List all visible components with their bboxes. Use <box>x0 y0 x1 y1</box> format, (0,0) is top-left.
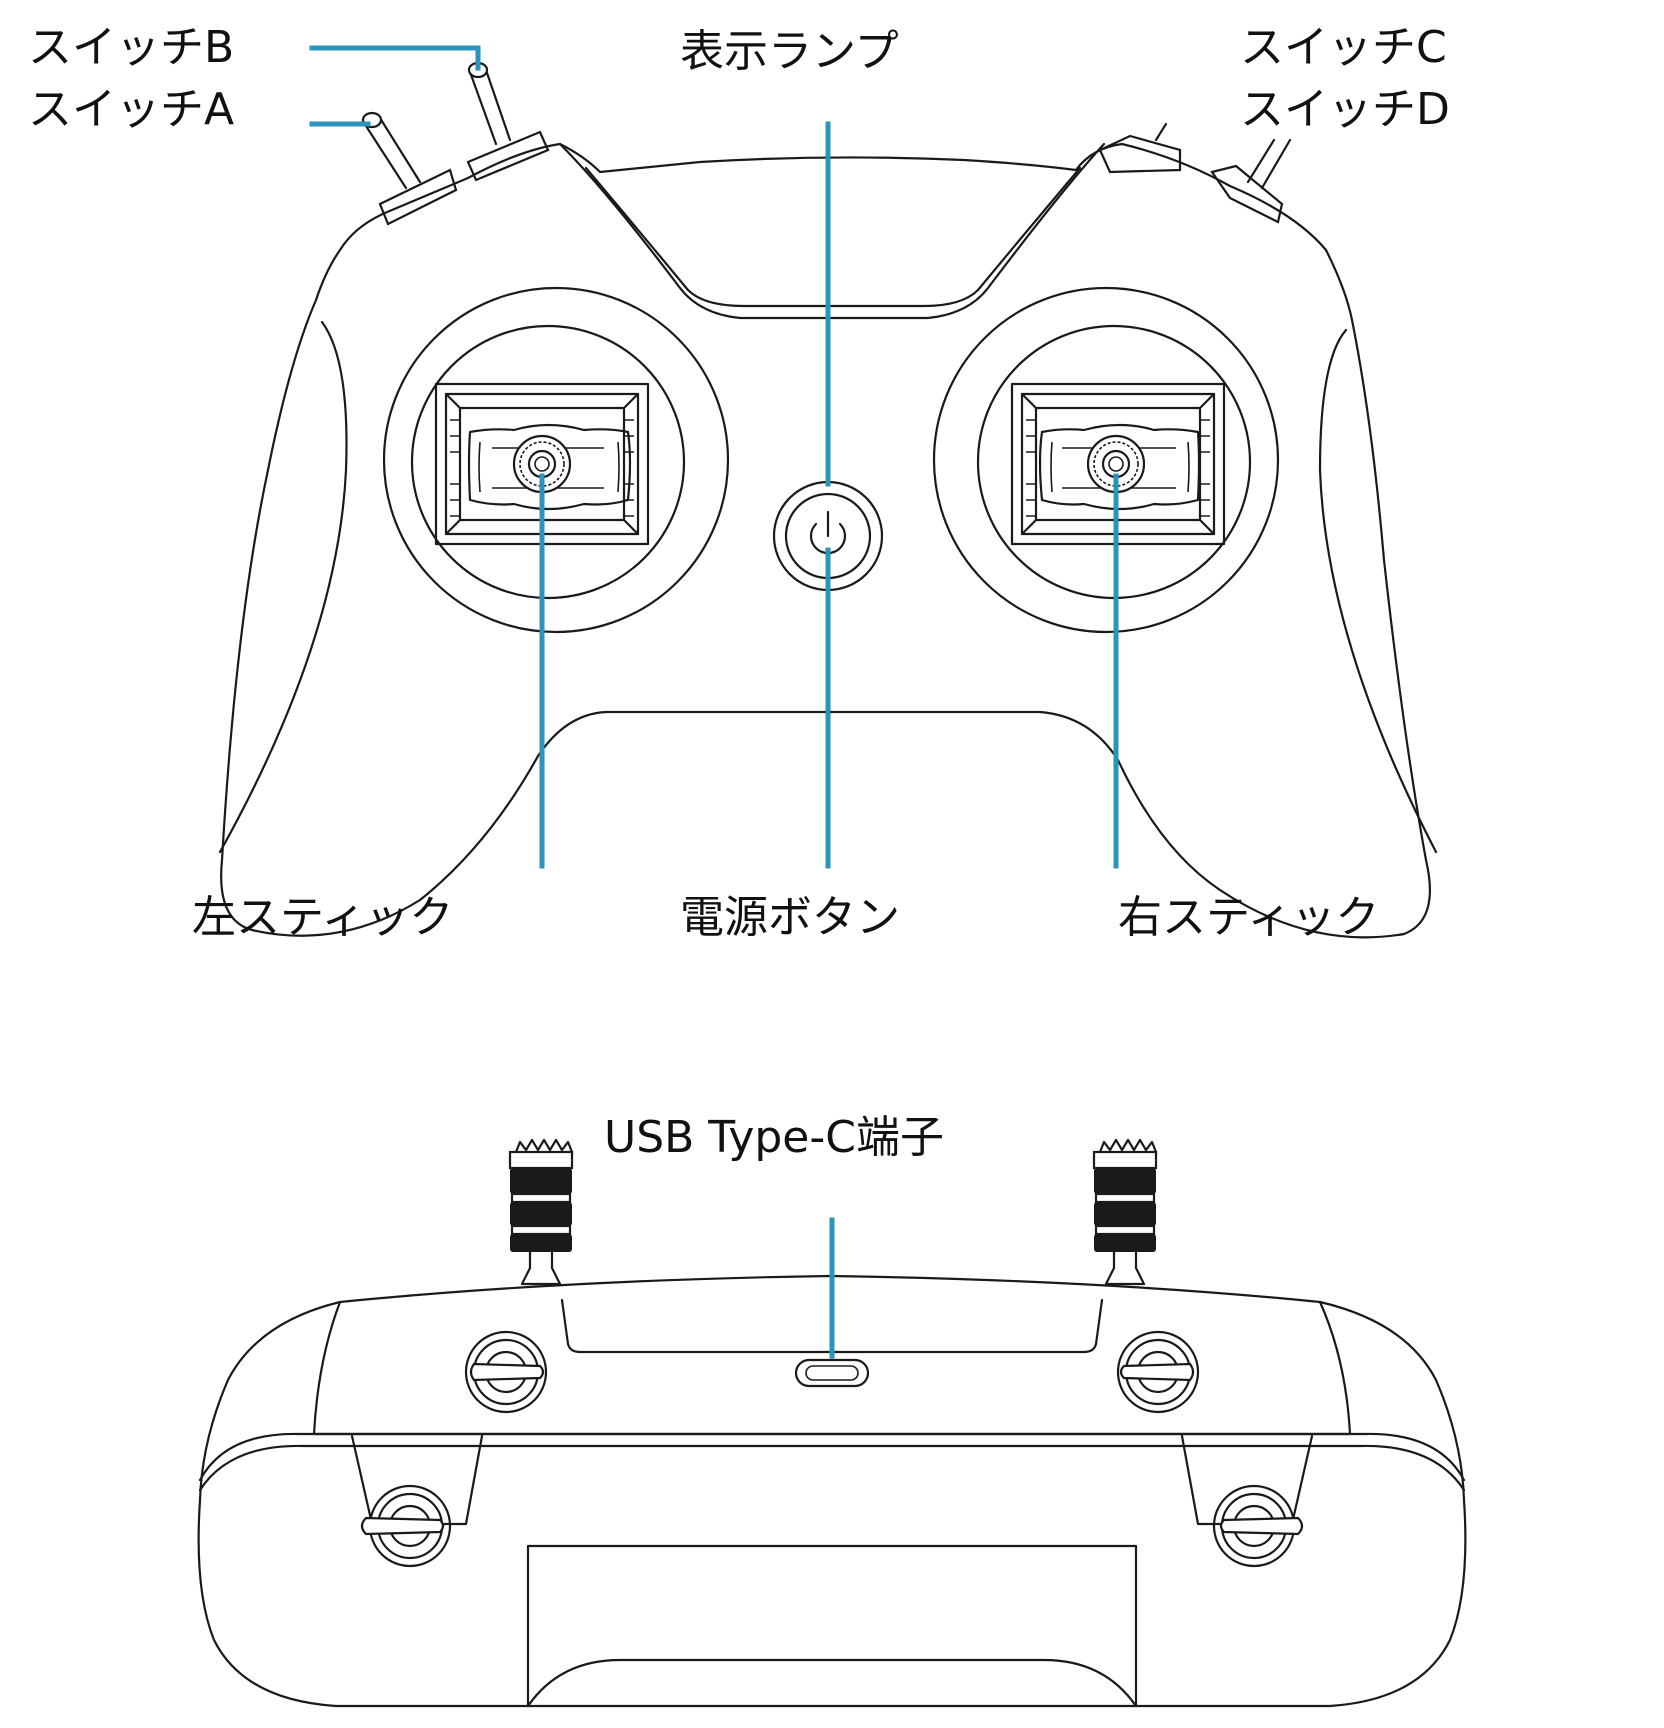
edge-shoulder-line <box>198 1432 1466 1482</box>
label-switch-c: スイッチC <box>1240 22 1447 73</box>
edge-switch-left-upper <box>464 1330 548 1414</box>
power-icon <box>809 510 847 555</box>
edge-shoulder-line-2 <box>198 1444 1466 1492</box>
label-switch-d: スイッチD <box>1240 84 1450 135</box>
label-indicator-lamp: 表示ランプ <box>680 26 899 77</box>
switch-b-toggle <box>466 61 550 182</box>
edge-bottom-cutout <box>526 1544 1138 1708</box>
edge-switch-right-upper <box>1116 1330 1200 1414</box>
controller-body-outline <box>220 142 1431 939</box>
top-center-recess-inner <box>584 166 1082 308</box>
left-stick-gimbal <box>382 286 730 634</box>
edge-switch-left-lower <box>360 1484 452 1568</box>
label-right-stick: 右スティック <box>1118 892 1380 943</box>
edge-bottom-cutout-curve <box>526 1658 1138 1708</box>
right-grip-seam <box>1318 328 1438 854</box>
controller-edge-view <box>197 1138 1467 1708</box>
leader-lines <box>309 45 1119 1359</box>
leader-switch-b <box>309 45 481 71</box>
edge-body-outline <box>197 1274 1467 1708</box>
label-usb-port: USB Type-C端子 <box>604 1112 944 1163</box>
switch-a-toggle <box>361 111 458 226</box>
label-switch-a: スイッチA <box>28 84 235 135</box>
edge-switch-right-lower <box>1212 1484 1304 1568</box>
left-stick-side <box>508 1138 574 1286</box>
usb-c-port-inner <box>805 1365 859 1381</box>
edge-pocket-right <box>1180 1434 1314 1526</box>
top-center-recess <box>558 142 1106 320</box>
label-power-button: 電源ボタン <box>680 892 900 943</box>
label-left-stick: 左スティック <box>192 892 454 943</box>
right-stick-side <box>1092 1138 1158 1286</box>
controller-top-view <box>218 61 1438 939</box>
label-switch-b: スイッチB <box>28 22 235 73</box>
right-stick-gimbal <box>932 286 1280 634</box>
left-grip-seam <box>218 320 348 854</box>
usb-c-port[interactable] <box>794 1358 870 1388</box>
edge-pocket-left <box>350 1434 484 1526</box>
